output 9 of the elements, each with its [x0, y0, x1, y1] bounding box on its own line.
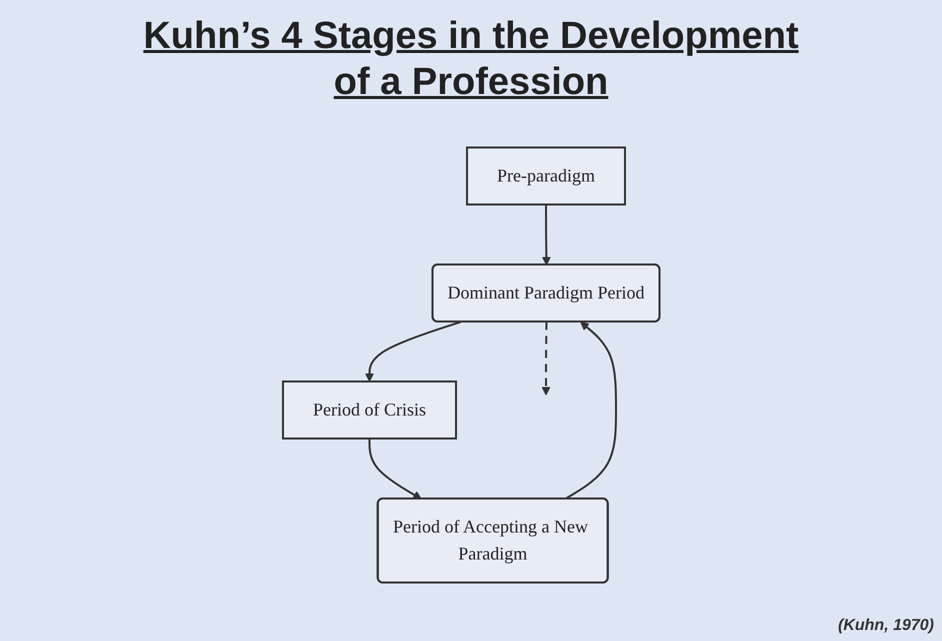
arrow	[542, 204, 551, 266]
arrow	[368, 438, 422, 500]
title: Kuhn’s 4 Stages in the Development of a Profession	[142, 14, 800, 105]
node-box: Pre-paradigm	[466, 146, 626, 206]
caption: (Kuhn, 1970)	[838, 617, 934, 635]
arrow	[364, 321, 461, 382]
arrow	[541, 322, 550, 396]
arrow	[564, 322, 617, 500]
node-box: Period of Crisis	[282, 380, 457, 440]
